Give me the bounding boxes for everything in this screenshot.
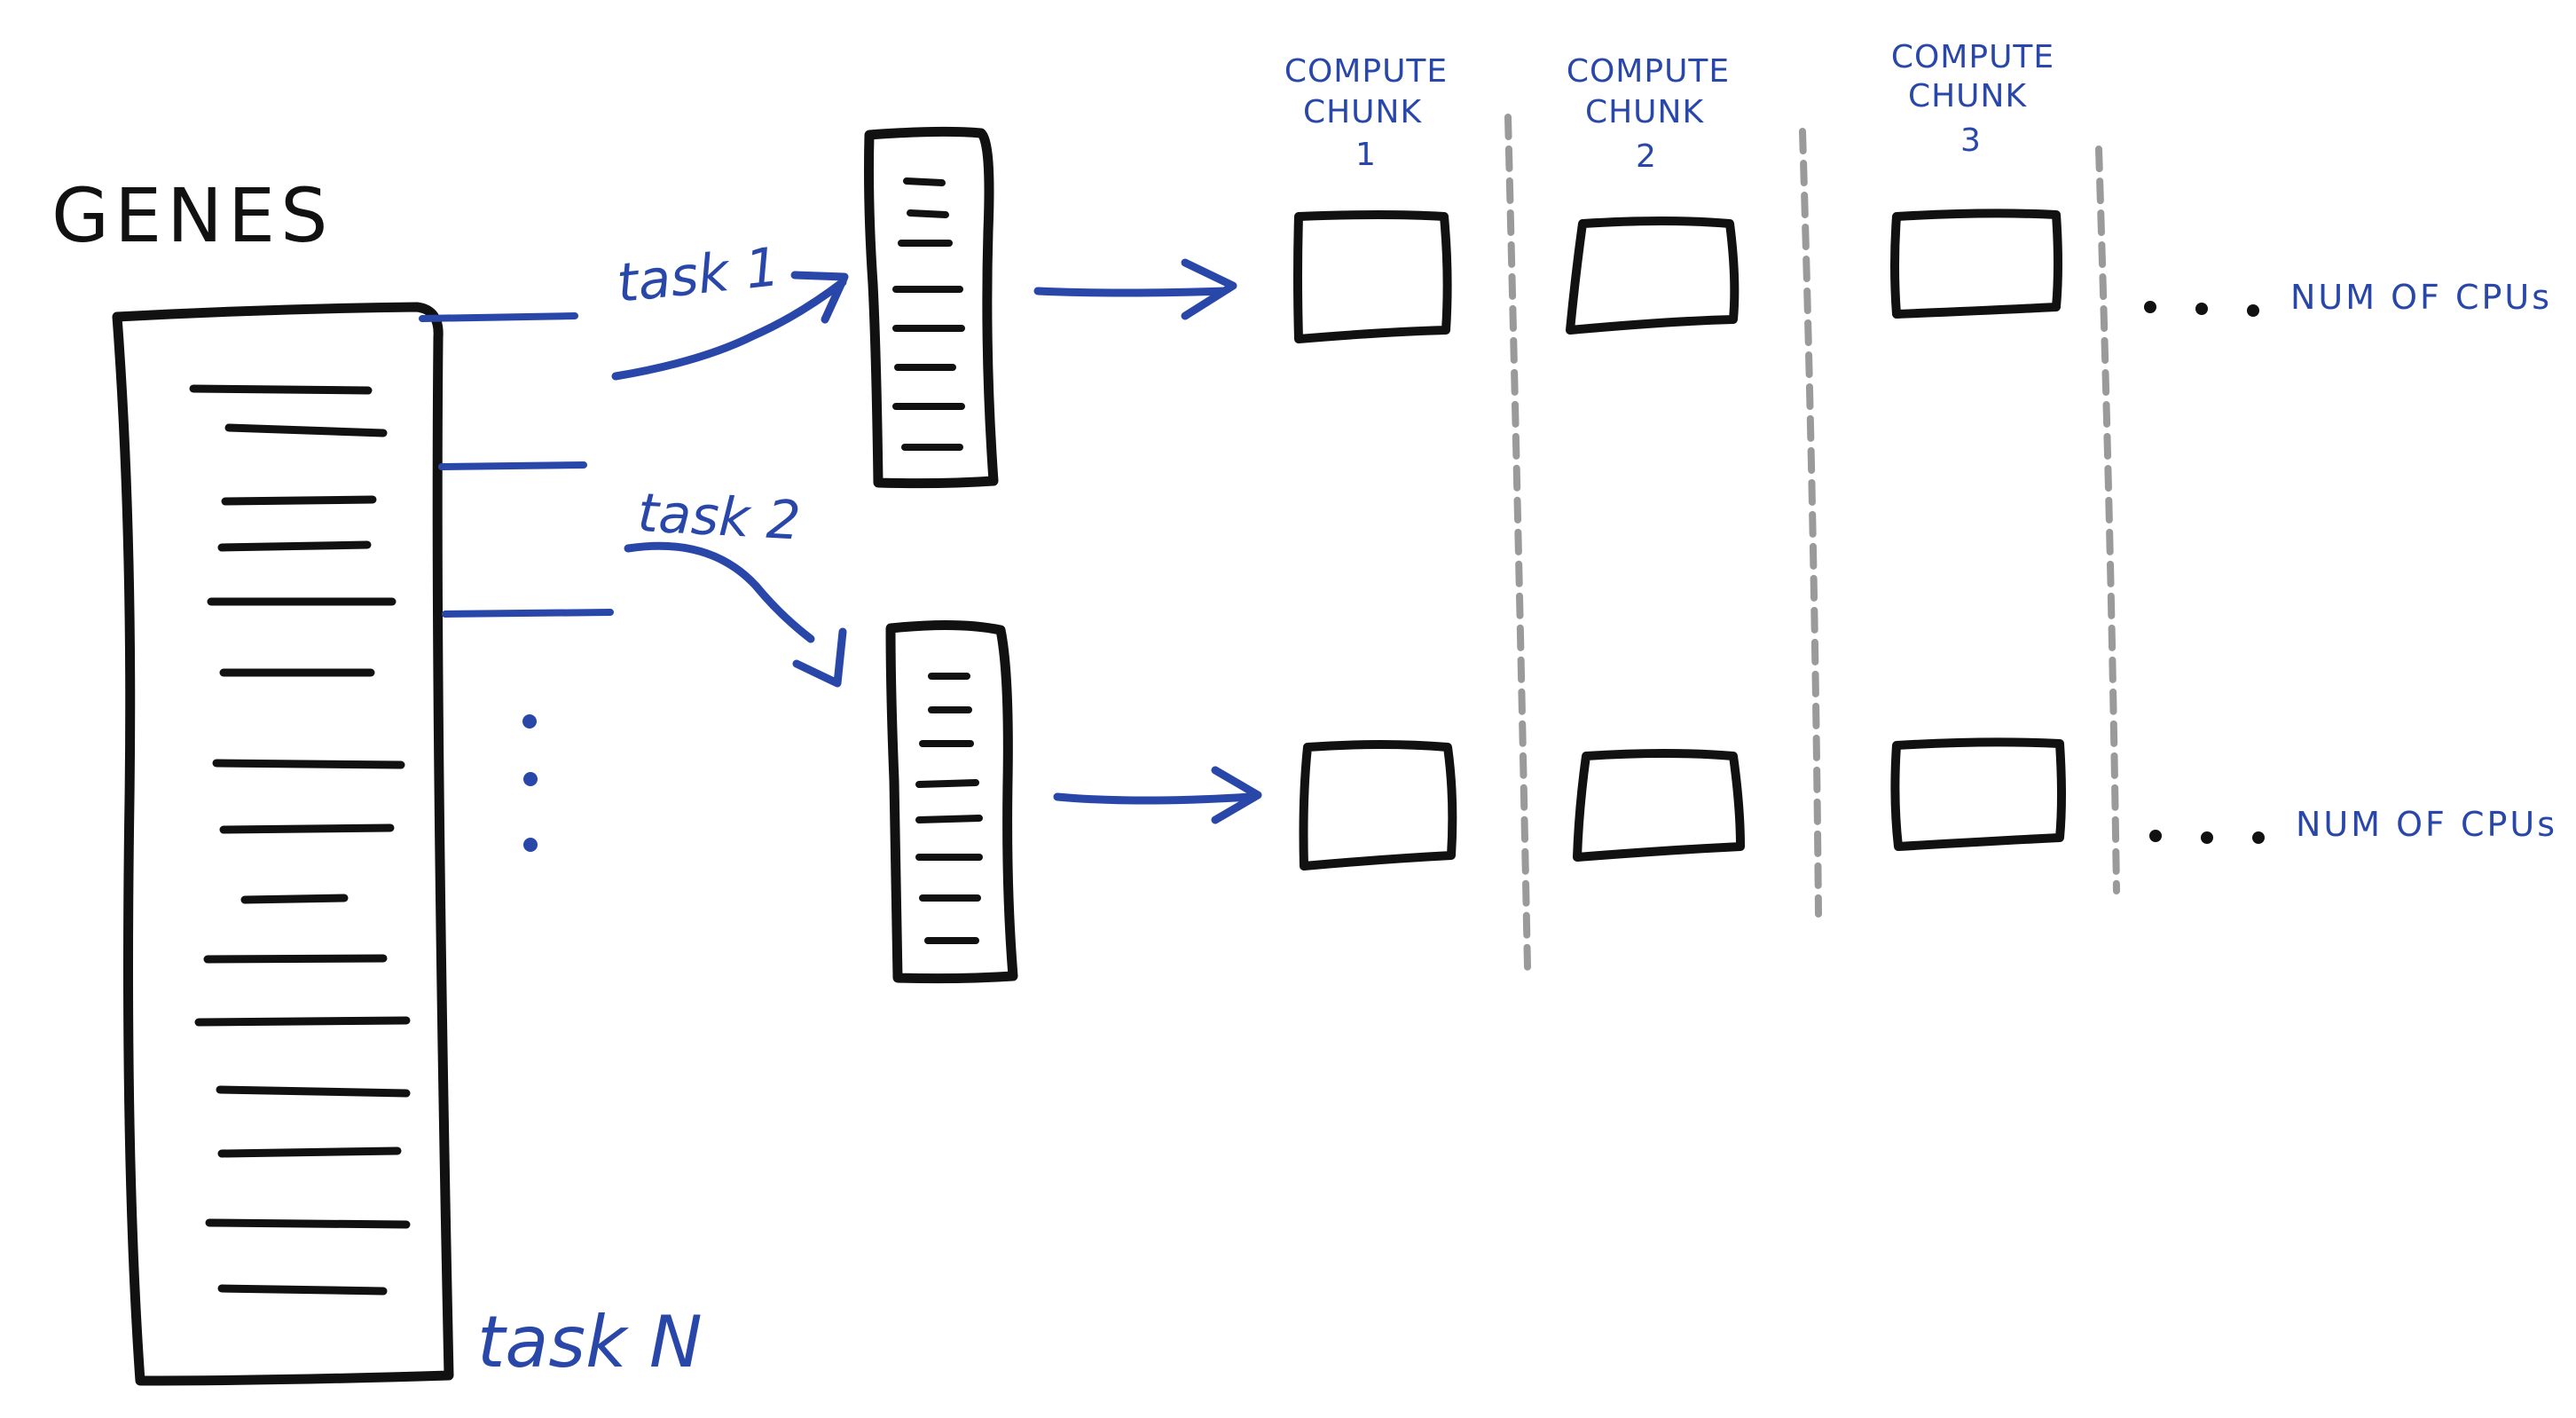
- row-1-chunk-2-box: [1566, 217, 1740, 335]
- row-2-chunk-boxes: [1299, 737, 2066, 870]
- task-2-sublist: [885, 619, 1018, 984]
- task-1-sublist: [864, 126, 999, 489]
- task-2-label: task 2: [636, 482, 802, 553]
- genes-list-outline: [112, 302, 454, 1386]
- task-2-sublist-outline: [885, 619, 1018, 984]
- row-2-trailing-dots: [2149, 830, 2265, 844]
- task-1-label: task 1: [614, 236, 782, 315]
- row-1-arrow: [1033, 258, 1237, 320]
- row-1-cpu-label: NUM OF CPUs: [2290, 278, 2552, 317]
- divider-2: [1799, 128, 1822, 918]
- chunk-1-header: COMPUTE CHUNK 1: [1284, 53, 1448, 173]
- task-1-arrow: [611, 271, 849, 381]
- divider-3: [2095, 146, 2120, 894]
- genes-title: GENES: [51, 172, 333, 259]
- genes-list-rows: [189, 384, 411, 1296]
- chunk-dividers: [1504, 114, 2120, 971]
- chunk-2-line2: CHUNK: [1585, 94, 1704, 130]
- ellipsis-dots: [522, 714, 538, 852]
- row-2-arrow: [1053, 766, 1262, 824]
- row-2-cpu-label: NUM OF CPUs: [2296, 805, 2557, 844]
- task-2-sublist-rows: [915, 673, 983, 944]
- chunk-3-line1: COMPUTE: [1891, 39, 2054, 75]
- chunk-1-line1: COMPUTE: [1284, 53, 1448, 90]
- task-2-arrow: [624, 541, 847, 688]
- chunk-3-number: 3: [1960, 122, 1982, 159]
- row-1-chunk-3-box: [1890, 209, 2062, 319]
- divider-1: [1504, 114, 1531, 971]
- chunk-2-number: 2: [1636, 138, 1657, 175]
- task-1-sublist-rows: [892, 177, 965, 451]
- row-2-chunk-3-box: [1890, 737, 2066, 851]
- task-1-sublist-outline: [864, 126, 999, 489]
- row-2-chunk-2-box: [1573, 749, 1745, 862]
- chunk-3-line2: CHUNK: [1908, 78, 2027, 114]
- chunk-1-number: 1: [1355, 137, 1377, 173]
- chunk-1-line2: CHUNK: [1303, 94, 1422, 130]
- row-1-chunk-boxes: [1293, 209, 2062, 343]
- chunk-2-line1: COMPUTE: [1567, 53, 1730, 90]
- genes-list: [112, 302, 454, 1386]
- row-2-chunk-1-box: [1299, 740, 1457, 870]
- task-split-marks: [419, 312, 614, 618]
- chunk-3-header: COMPUTE CHUNK 3: [1891, 39, 2054, 159]
- chunk-2-header: COMPUTE CHUNK 2: [1567, 53, 1730, 175]
- row-1-chunk-1-box: [1293, 210, 1452, 343]
- task-n-label: task N: [477, 1301, 703, 1383]
- row-1-trailing-dots: [2144, 301, 2259, 317]
